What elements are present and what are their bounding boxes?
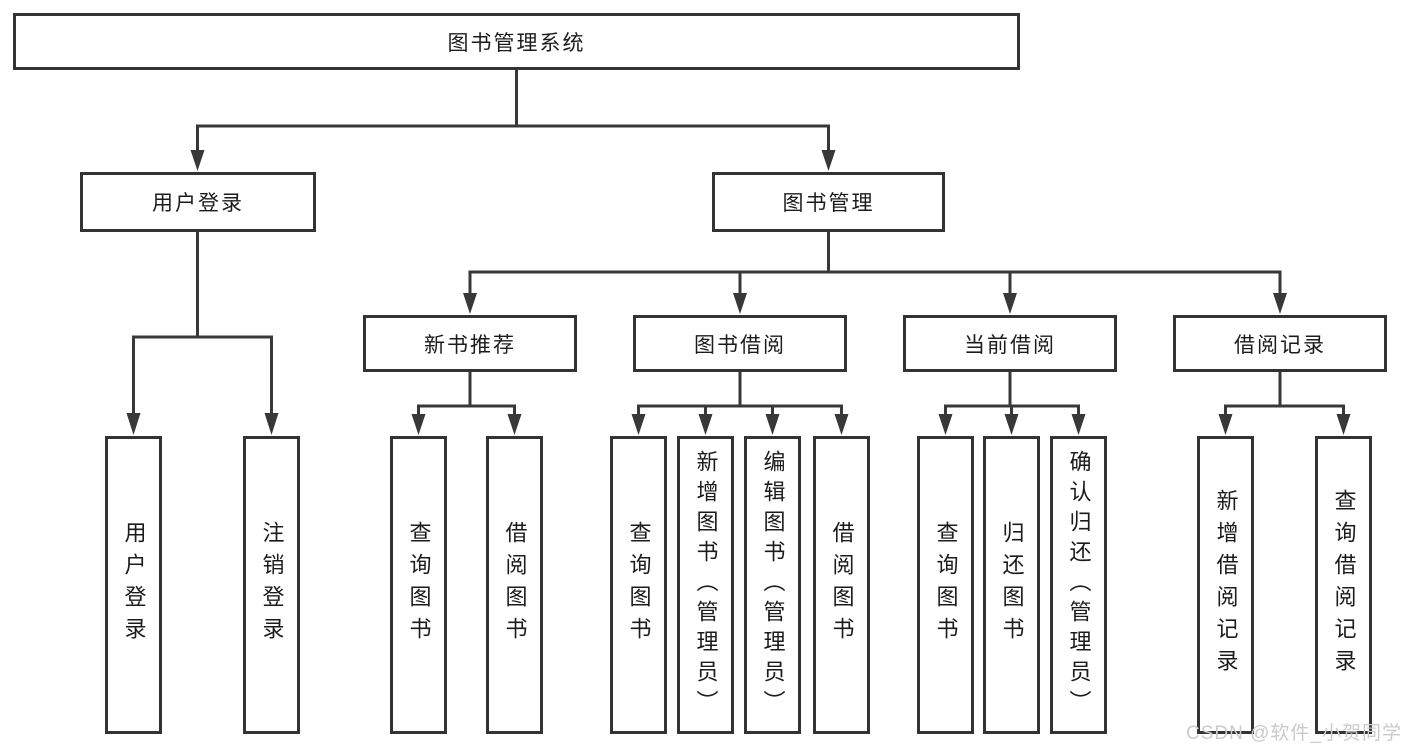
leaf-label: 查询图书 [933,521,959,649]
node-borrow-records: 借阅记录 [1173,315,1387,372]
node-user-login: 用户登录 [80,172,316,232]
leaf-label: 编辑图书（管理员） [760,450,786,720]
leaf-add-book-admin: 新增图书（管理员） [677,436,734,734]
leaf-label: 新增图书（管理员） [693,450,719,720]
connector-book-borrow [637,372,843,416]
connector-new-book-recommend [417,372,516,416]
leaf-label: 查询图书 [626,521,652,649]
leaf-add-borrow-record: 新增借阅记录 [1197,436,1254,734]
arrowheads-branches [190,150,836,171]
leaf-edit-book-admin: 编辑图书（管理员） [744,436,801,734]
leaf-borrow-books: 借阅图书 [486,436,543,734]
arrowheads-new-book-recommend [411,414,522,435]
leaf-label: 查询借阅记录 [1331,489,1357,681]
arrowheads-current-borrow [938,414,1086,435]
csdn-watermark: CSDN @软件_小贺同学 [1186,723,1402,744]
connector-book-management-to-groups [468,232,1282,294]
leaf-label: 归还图书 [999,521,1025,649]
leaf-query-borrow-record: 查询借阅记录 [1315,436,1372,734]
connector-current-borrow [944,372,1080,416]
leaf-query-books-2: 查询图书 [610,436,667,734]
leaf-label: 借阅图书 [502,521,528,649]
leaf-return-books: 归还图书 [983,436,1040,734]
node-label: 当前借阅 [964,333,1056,357]
arrowheads-groups [463,293,1287,314]
node-label: 图书借阅 [694,333,786,357]
leaf-logout: 注销登录 [243,436,300,734]
node-current-borrow: 当前借阅 [903,315,1117,372]
node-label: 新书推荐 [424,333,516,357]
arrowheads-user-login [126,413,279,435]
leaf-label: 借阅图书 [829,521,855,649]
node-label: 用户登录 [152,192,244,215]
node-book-management: 图书管理 [712,172,945,232]
leaf-label: 确认归还（管理员） [1066,450,1092,720]
node-library-management-system: 图书管理系统 [13,13,1020,70]
leaf-query-books-3: 查询图书 [917,436,974,734]
leaf-user-login: 用户登录 [105,436,162,734]
leaf-confirm-return-admin: 确认归还（管理员） [1050,436,1107,734]
connector-borrow-records [1224,372,1345,416]
leaf-label: 用户登录 [121,521,147,649]
node-label: 图书管理系统 [447,31,586,55]
node-new-book-recommend: 新书推荐 [363,315,577,372]
node-label: 图书管理 [782,192,875,215]
leaf-label: 注销登录 [259,521,285,649]
arrowheads-book-borrow [631,414,849,435]
connector-user-login-to-leaves [132,232,273,415]
leaf-borrow-books-2: 借阅图书 [813,436,870,734]
node-book-borrow: 图书借阅 [633,315,847,372]
connector-root-to-branches [196,69,830,152]
leaf-label: 查询图书 [406,521,432,649]
node-label: 借阅记录 [1234,333,1326,357]
arrowheads-borrow-records [1218,414,1351,435]
leaf-query-books: 查询图书 [390,436,447,734]
leaf-label: 新增借阅记录 [1213,489,1239,681]
